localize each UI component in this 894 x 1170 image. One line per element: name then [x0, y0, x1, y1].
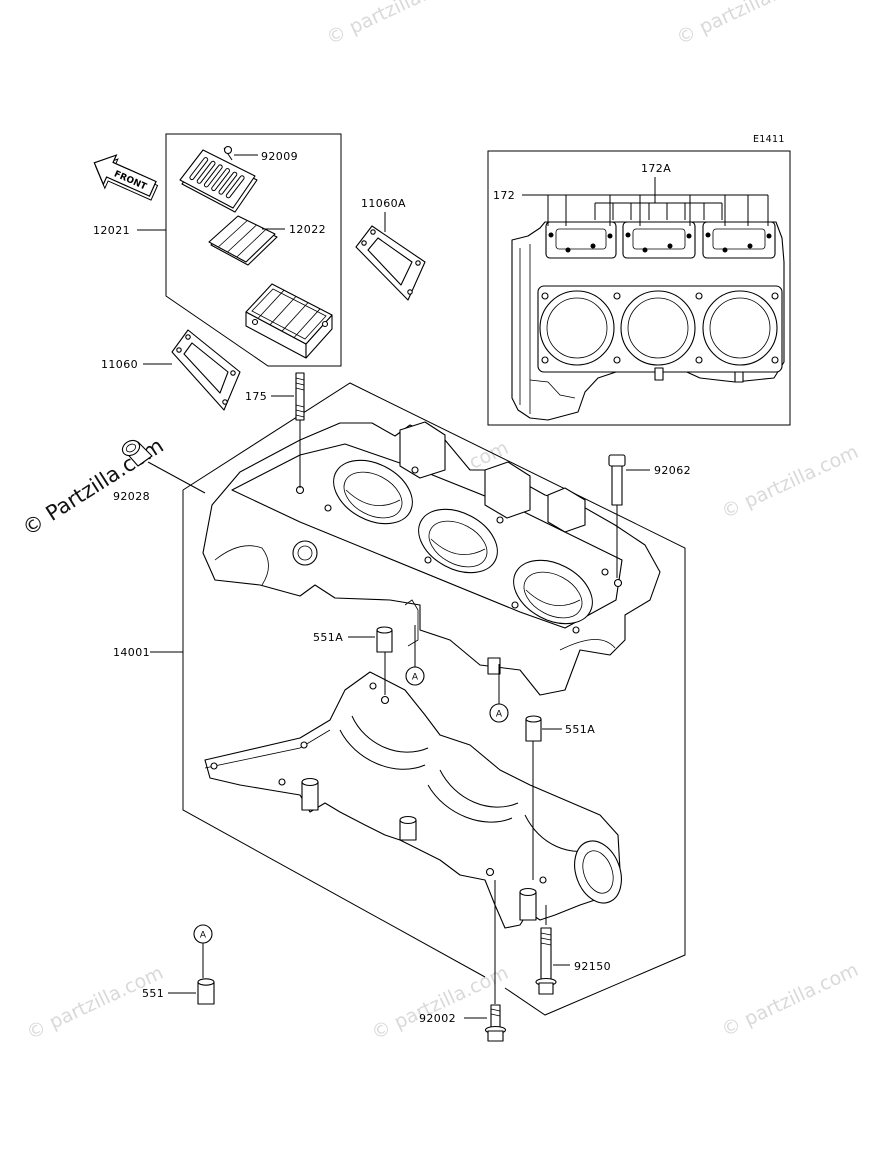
inset-bore [702, 290, 778, 366]
callout-12022[interactable]: 12022 [289, 223, 326, 236]
crankcase-group-outline [182, 382, 686, 1016]
cylinder-bore [513, 559, 593, 625]
dowel-551A-lower [525, 715, 542, 742]
head-bolts [548, 232, 772, 253]
cylinder-bore [418, 508, 498, 574]
screw-92009 [223, 145, 233, 161]
bolt-92002 [484, 1004, 507, 1042]
inset-bore [620, 290, 696, 366]
reference-marker-label: A [496, 710, 503, 720]
dowel-551 [197, 978, 215, 1005]
callout-12021[interactable]: 12021 [93, 224, 130, 237]
group-outline [165, 133, 342, 367]
reed-valve-group [165, 133, 342, 367]
callout-551A-lower[interactable]: 551A [565, 723, 595, 736]
engine-inset [487, 150, 791, 426]
callout-92062[interactable]: 92062 [654, 464, 691, 477]
upper-crankcase [202, 421, 661, 696]
lower-crankcase [204, 671, 622, 929]
callout-172[interactable]: 172 [493, 189, 515, 202]
reference-marker-label: A [200, 931, 207, 941]
reference-marker-a: A [489, 703, 509, 723]
reference-marker-a: A [193, 924, 213, 944]
callout-11060[interactable]: 11060 [101, 358, 138, 371]
watermark: © partzilla.com [23, 962, 167, 1045]
callout-92009[interactable]: 92009 [261, 150, 298, 163]
plug-92028 [121, 439, 153, 467]
bolt-92062 [608, 454, 626, 506]
callout-172A[interactable]: 172A [641, 162, 671, 175]
callout-175[interactable]: 175 [245, 390, 267, 403]
cylinder-bore [333, 459, 413, 525]
callout-92002[interactable]: 92002 [419, 1012, 456, 1025]
reed-slots [189, 157, 245, 199]
callout-551A-upper[interactable]: 551A [313, 631, 343, 644]
callout-551[interactable]: 551 [142, 987, 164, 1000]
gasket-11060 [171, 329, 241, 411]
inset-frame [487, 150, 791, 426]
reed-plate [179, 149, 258, 213]
reed-valve-block [245, 283, 333, 359]
stud-175 [295, 372, 305, 421]
front-arrow-icon: FRONT [93, 154, 159, 201]
gasket-11060A [355, 225, 426, 301]
leader-lines [137, 154, 769, 1019]
inset-bore [539, 290, 615, 366]
bolt-92150 [535, 927, 557, 995]
callout-14001[interactable]: 14001 [113, 646, 150, 659]
watermark: © partzilla.com [323, 0, 467, 49]
watermark: © partzilla.com [718, 959, 862, 1042]
callout-92150[interactable]: 92150 [574, 960, 611, 973]
callout-11060A[interactable]: 11060A [361, 197, 406, 210]
deck-holes [541, 292, 779, 364]
diagram-code: E1411 [753, 134, 785, 145]
watermark: © partzilla.com [673, 0, 817, 49]
reference-marker-a: A [405, 666, 425, 686]
dowel-551A-upper [376, 626, 393, 653]
callout-92028[interactable]: 92028 [113, 490, 150, 503]
callout-labels: E1411 172A 172 92009 12022 12021 11060A … [93, 134, 785, 1025]
reference-marker-label: A [412, 673, 419, 683]
reed-stopper-12022 [208, 215, 278, 266]
watermark: © partzilla.com [718, 441, 862, 524]
